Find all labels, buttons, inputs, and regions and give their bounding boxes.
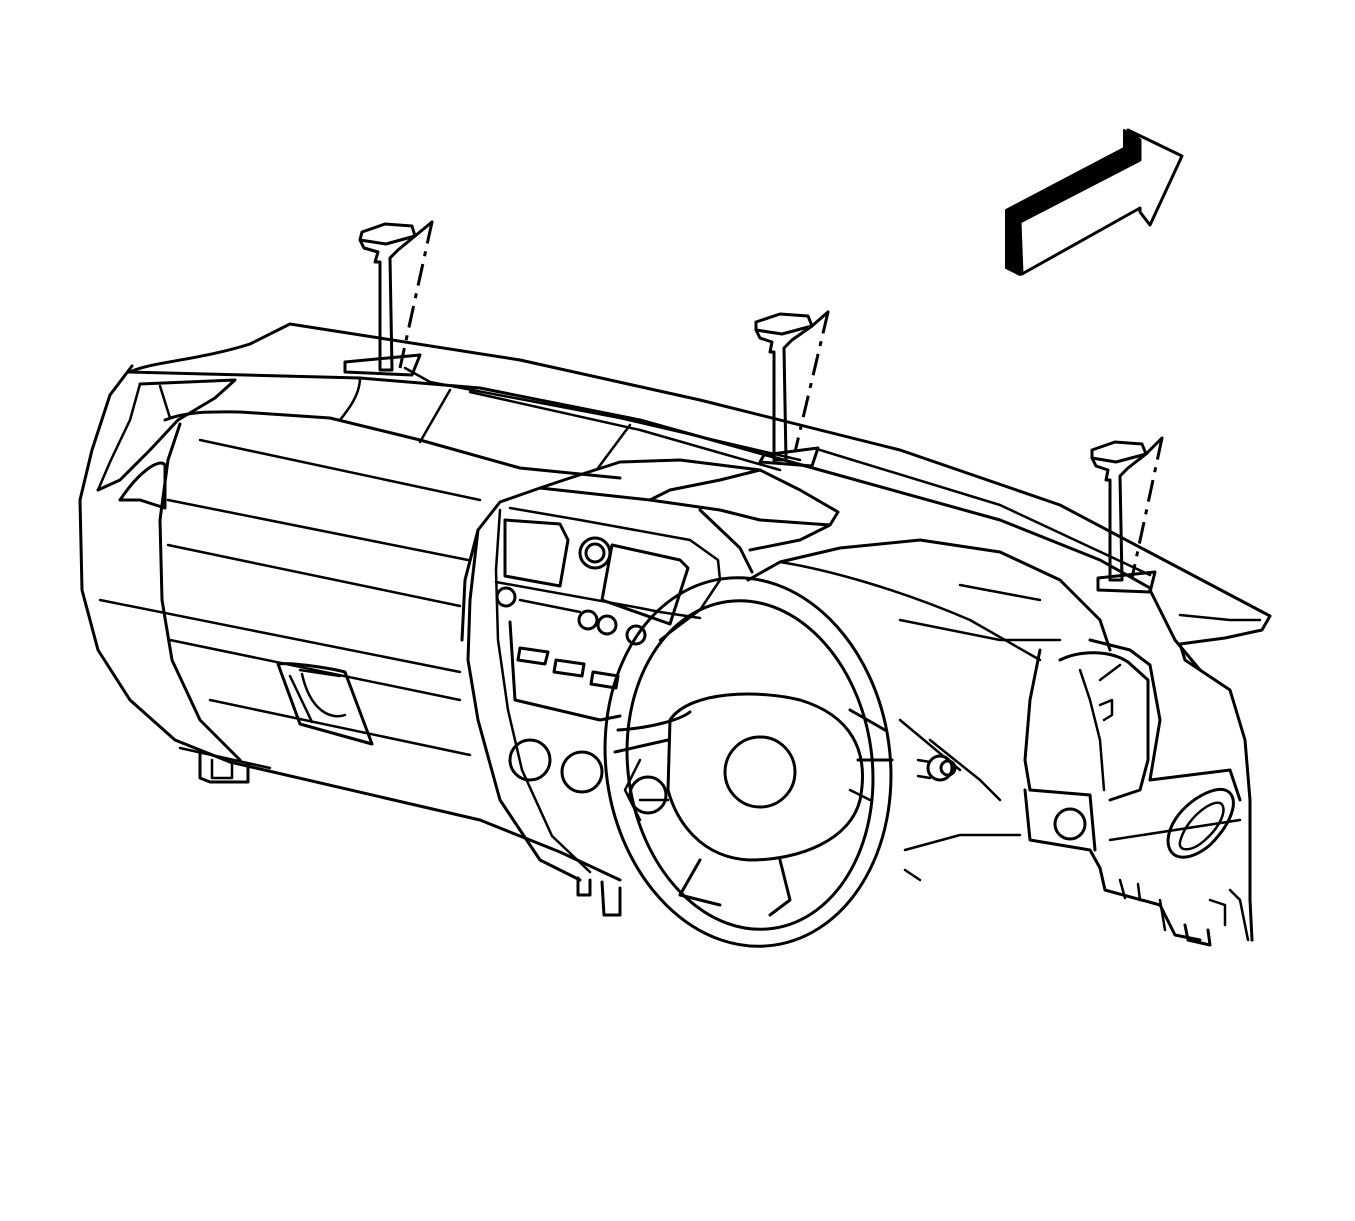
instrument-panel <box>78 322 1272 947</box>
steering-wheel <box>603 576 894 948</box>
clip-left <box>343 220 434 377</box>
clip-right <box>1090 436 1164 594</box>
clip-center <box>754 310 830 468</box>
front-of-vehicle-arrow-icon <box>1005 128 1184 276</box>
